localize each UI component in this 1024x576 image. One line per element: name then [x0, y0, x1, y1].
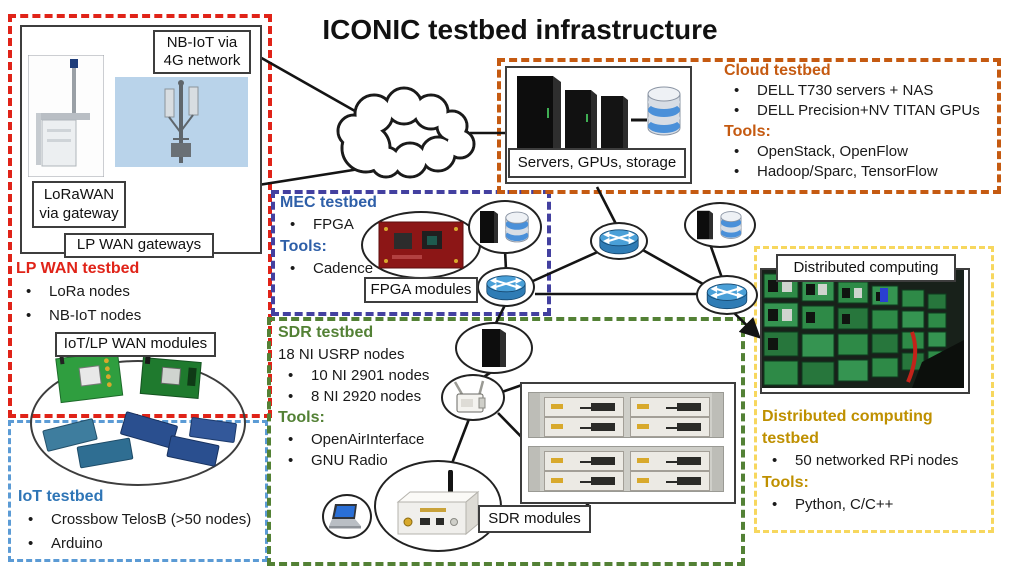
iot-item: Arduino	[18, 532, 263, 556]
distributed-text: Distributed computing testbed 50 network…	[762, 406, 982, 516]
mec-text: MEC testbed FPGA Tools: Cadence	[280, 192, 455, 280]
rack-flange	[529, 447, 540, 491]
mec-title: MEC testbed	[280, 194, 377, 211]
usrp-rack-icon	[630, 397, 710, 417]
mec-item: FPGA	[280, 214, 455, 236]
database-icon	[505, 211, 529, 243]
mec-tool: Cadence	[280, 258, 455, 280]
modules-ellipse	[30, 360, 246, 486]
edge-router-circle	[696, 275, 758, 315]
sdr-title: SDR testbed	[278, 324, 374, 341]
cloud-icon	[336, 86, 476, 179]
lpwan-gateways-label: LP WAN gateways	[64, 233, 214, 258]
rack-shelf	[528, 446, 724, 492]
mec-testbed-box	[271, 190, 551, 316]
distributed-item: 50 networked RPi nodes	[762, 450, 982, 472]
distributed-tool: Python, C/C++	[762, 494, 982, 516]
usrp-rack-icon	[630, 417, 710, 437]
fpga-modules-label: FPGA modules	[364, 277, 478, 303]
server-tower-icon	[697, 210, 713, 240]
server-tower-icon	[480, 211, 498, 243]
laptop-icon	[329, 503, 361, 528]
lpwan-item: NB-IoT nodes	[16, 304, 261, 328]
sdr-rack-frame	[520, 382, 736, 504]
sdr-modules-label-text: SDR modules	[488, 509, 581, 527]
database-icon	[647, 86, 681, 136]
sdr-modules-label: SDR modules	[478, 505, 591, 533]
lpwan-gateways-label-text: LP WAN gateways	[76, 236, 202, 254]
server-tower-icon	[517, 76, 628, 152]
sdr-tools-label: Tools:	[278, 409, 325, 426]
sdr-text: SDR testbed 18 NI USRP nodes 10 NI 2901 …	[278, 322, 478, 471]
distributed-tools-label: Tools:	[762, 474, 809, 491]
cloud-item: DELL Precision+NV TITAN GPUs	[724, 101, 992, 121]
cloud-tools-label: Tools:	[724, 123, 771, 140]
servers-gpus-storage-text: Servers, GPUs, storage	[517, 153, 677, 171]
server-tower-icon	[482, 329, 506, 367]
distributed-title: Distributed computing testbed	[762, 408, 933, 447]
sdr-tool: GNU Radio	[278, 450, 478, 471]
cloud-tool: Hadoop/Sparc, TensorFlow	[724, 162, 992, 182]
right-server-db-circle	[684, 202, 756, 248]
sdr-tool: OpenAirInterface	[278, 429, 478, 450]
lpwan-item: LoRa nodes	[16, 280, 261, 304]
iot-lpwan-modules-label: IoT/LP WAN modules	[55, 332, 216, 357]
rack-shelf	[528, 392, 724, 438]
lorawan-label: LoRaWAN via gateway	[32, 181, 126, 228]
sdr-testbed-box	[267, 317, 745, 566]
cloud-item: DELL T730 servers + NAS	[724, 81, 992, 101]
usrp-rack-icon	[544, 417, 624, 437]
iot-title: IoT testbed	[18, 488, 104, 505]
distributed-computing-label: Distributed computing	[776, 254, 956, 282]
usrp-rack-icon	[544, 397, 624, 417]
iot-item: Crossbow TelosB (>50 nodes)	[18, 508, 263, 532]
laptop-circle	[322, 494, 372, 539]
usrp-rack-icon	[544, 451, 624, 471]
database-icon	[720, 211, 742, 239]
router-icon	[706, 283, 748, 309]
server-database-graphic	[517, 76, 681, 152]
distributed-computing-label-text: Distributed computing	[793, 258, 939, 276]
mec-tools-label: Tools:	[280, 238, 327, 255]
distributed-testbed-box	[754, 246, 994, 533]
rack-flange	[712, 393, 723, 437]
lpwan-text: LP WAN testbed LoRa nodes NB-IoT nodes	[16, 258, 261, 328]
usrp-icon	[396, 470, 480, 536]
router-icon	[599, 229, 639, 255]
sdr-item: 10 NI 2901 nodes	[278, 365, 478, 386]
cloud-title: Cloud testbed	[724, 62, 831, 79]
router-icon	[486, 275, 526, 301]
rack-flange	[712, 447, 723, 491]
mec-server-db-circle	[468, 200, 542, 254]
sdr-subtitle: 18 NI USRP nodes	[278, 346, 405, 363]
nbiot-label-text: NB-IoT via 4G network	[163, 33, 241, 69]
nbiot-label: NB-IoT via 4G network	[153, 30, 251, 74]
iot-lpwan-modules-label-text: IoT/LP WAN modules	[63, 335, 208, 353]
iot-board-icon	[139, 349, 202, 399]
cloud-tool: OpenStack, OpenFlow	[724, 142, 992, 162]
lorawan-label-text: LoRaWAN via gateway	[39, 186, 119, 222]
cloud-text: Cloud testbed DELL T730 servers + NAS DE…	[724, 60, 992, 182]
lpwan-title: LP WAN testbed	[16, 260, 140, 277]
fpga-modules-label-text: FPGA modules	[370, 280, 472, 298]
mec-router-circle	[477, 267, 535, 307]
page-title: ICONIC testbed infrastructure	[322, 14, 718, 45]
usrp-rack-icon	[630, 471, 710, 491]
usrp-rack-icon	[630, 451, 710, 471]
rack-flange	[529, 393, 540, 437]
sdr-item: 8 NI 2920 nodes	[278, 386, 478, 407]
iot-text: IoT testbed Crossbow TelosB (>50 nodes) …	[18, 486, 263, 556]
lora-gateway-icon	[28, 55, 104, 177]
usrp-rack-icon	[544, 471, 624, 491]
rpi-cluster-icon	[762, 270, 964, 388]
servers-gpus-storage-label: Servers, GPUs, storage	[508, 148, 686, 178]
core-router-circle	[590, 222, 648, 260]
cloud-testbed-box	[497, 58, 1001, 194]
antenna-tower-icon	[115, 77, 248, 167]
